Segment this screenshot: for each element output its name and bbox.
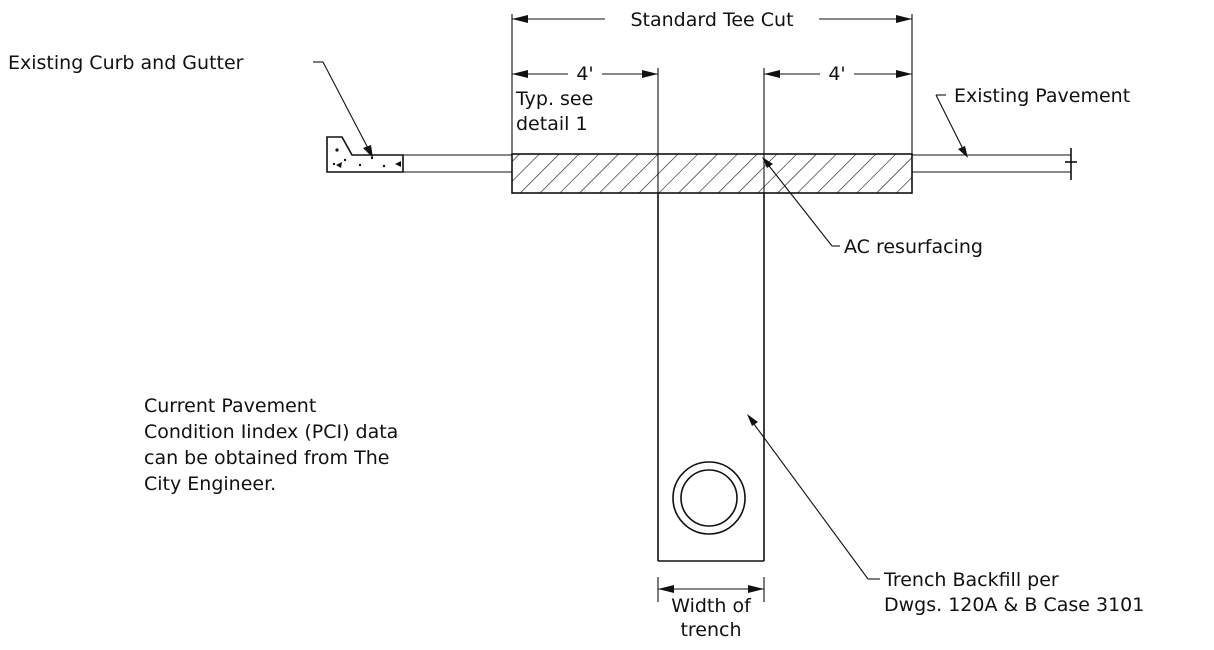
dimension-extension-lines [511,14,913,602]
backfill-label-line2: Dwgs. 120A & B Case 3101 [884,594,1144,616]
typ-note-line2: detail 1 [516,113,588,135]
existing-curb-leader [313,61,373,158]
standard-tee-cut-label: Standard Tee Cut [630,9,793,31]
standard-tee-cut-dimension [512,15,912,23]
right-dimension-label: 4' [828,63,845,85]
existing-pavement-leader [935,94,968,158]
existing-pavement-label: Existing Pavement [954,85,1130,107]
typ-note-line1: Typ. see [515,88,593,110]
curb-and-gutter [326,136,404,173]
pci-note-line2: Condition Iindex (PCI) data [144,421,398,443]
width-label-line2: trench [680,619,741,641]
pipe-icon [672,461,746,535]
backfill-label-line1: Trench Backfill per [883,569,1059,591]
width-label-line1: Width of [671,595,752,617]
existing-pavement-left [403,154,512,173]
pci-note-line1: Current Pavement [144,395,316,417]
ac-resurfacing-band [511,153,913,194]
trench-backfill-leader [747,414,880,580]
trench-width-dimension [658,585,764,593]
existing-pavement-right [912,148,1077,180]
left-4ft-dimension [512,70,658,78]
pci-note-line4: City Engineer. [144,473,276,495]
right-4ft-dimension [764,70,912,78]
existing-curb-label: Existing Curb and Gutter [8,52,244,74]
left-dimension-label: 4' [576,63,593,85]
ac-resurfacing-leader [762,157,840,247]
pci-note-line3: can be obtained from The [144,447,389,469]
trench [657,193,765,562]
ac-resurfacing-label: AC resurfacing [844,236,983,258]
